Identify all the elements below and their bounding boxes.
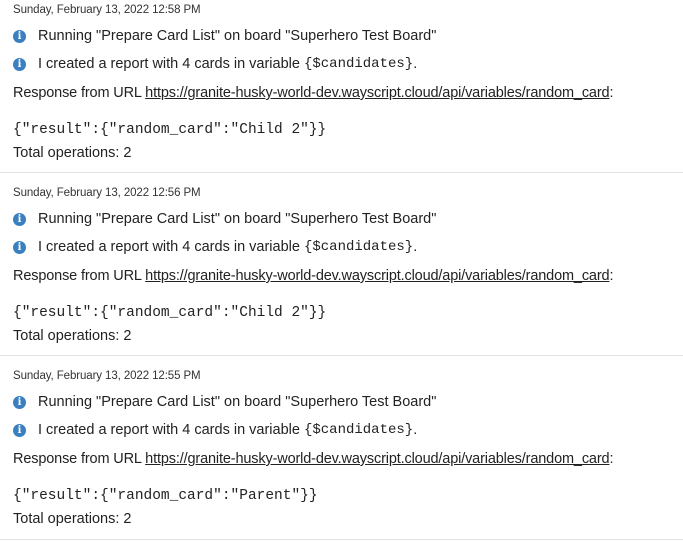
variable-name: {$candidates} — [303, 239, 414, 255]
info-message-text: Running "Prepare Card List" on board "Su… — [38, 28, 437, 44]
log-entry: Sunday, February 13, 2022 12:55 PM i Run… — [0, 356, 683, 540]
response-suffix: : — [609, 268, 614, 284]
entry-timestamp: Sunday, February 13, 2022 12:56 PM — [13, 187, 201, 199]
variable-name: {$candidates} — [303, 422, 414, 438]
json-response: {"result":{"random_card":"Parent"}} — [13, 488, 318, 504]
log-entry: Sunday, February 13, 2022 12:56 PM i Run… — [0, 173, 683, 356]
total-operations: Total operations: 2 — [13, 328, 132, 344]
info-circle-icon: i — [13, 395, 26, 409]
info-circle-icon: i — [13, 212, 26, 226]
info-circle-icon: i — [13, 423, 26, 437]
entry-timestamp: Sunday, February 13, 2022 12:55 PM — [13, 370, 201, 382]
total-operations: Total operations: 2 — [13, 145, 132, 161]
response-url-link[interactable]: https://granite-husky-world-dev.wayscrip… — [145, 268, 610, 284]
info-message-running: i Running "Prepare Card List" on board "… — [13, 28, 436, 44]
info-message-report: i I created a report with 4 cards in var… — [13, 56, 417, 72]
info-message-report: i I created a report with 4 cards in var… — [13, 422, 417, 438]
response-line: Response from URL https://granite-husky-… — [13, 85, 613, 101]
log-entry: Sunday, February 13, 2022 12:58 PM i Run… — [0, 0, 683, 173]
info-circle-icon: i — [13, 240, 26, 254]
entry-timestamp: Sunday, February 13, 2022 12:58 PM — [13, 4, 201, 16]
json-response: {"result":{"random_card":"Child 2"}} — [13, 305, 327, 321]
info-message-text: I created a report with 4 cards in varia… — [38, 56, 304, 72]
info-message-running: i Running "Prepare Card List" on board "… — [13, 211, 436, 227]
info-circle-icon: i — [13, 57, 26, 71]
response-prefix: Response from URL — [13, 85, 146, 101]
info-message-suffix: . — [413, 56, 418, 72]
info-message-running: i Running "Prepare Card List" on board "… — [13, 394, 436, 410]
info-message-text: Running "Prepare Card List" on board "Su… — [38, 394, 437, 410]
total-operations: Total operations: 2 — [13, 511, 132, 527]
info-circle-icon: i — [13, 29, 26, 43]
info-message-suffix: . — [413, 422, 418, 438]
response-url-link[interactable]: https://granite-husky-world-dev.wayscrip… — [145, 451, 610, 467]
response-suffix: : — [609, 451, 614, 467]
response-prefix: Response from URL — [13, 268, 146, 284]
info-message-text: I created a report with 4 cards in varia… — [38, 422, 304, 438]
variable-name: {$candidates} — [303, 56, 414, 72]
response-line: Response from URL https://granite-husky-… — [13, 268, 613, 284]
info-message-text: I created a report with 4 cards in varia… — [38, 239, 304, 255]
response-prefix: Response from URL — [13, 451, 146, 467]
json-response: {"result":{"random_card":"Child 2"}} — [13, 122, 327, 138]
response-url-link[interactable]: https://granite-husky-world-dev.wayscrip… — [145, 85, 610, 101]
info-message-text: Running "Prepare Card List" on board "Su… — [38, 211, 437, 227]
response-line: Response from URL https://granite-husky-… — [13, 451, 613, 467]
response-suffix: : — [609, 85, 614, 101]
info-message-suffix: . — [413, 239, 418, 255]
info-message-report: i I created a report with 4 cards in var… — [13, 239, 417, 255]
